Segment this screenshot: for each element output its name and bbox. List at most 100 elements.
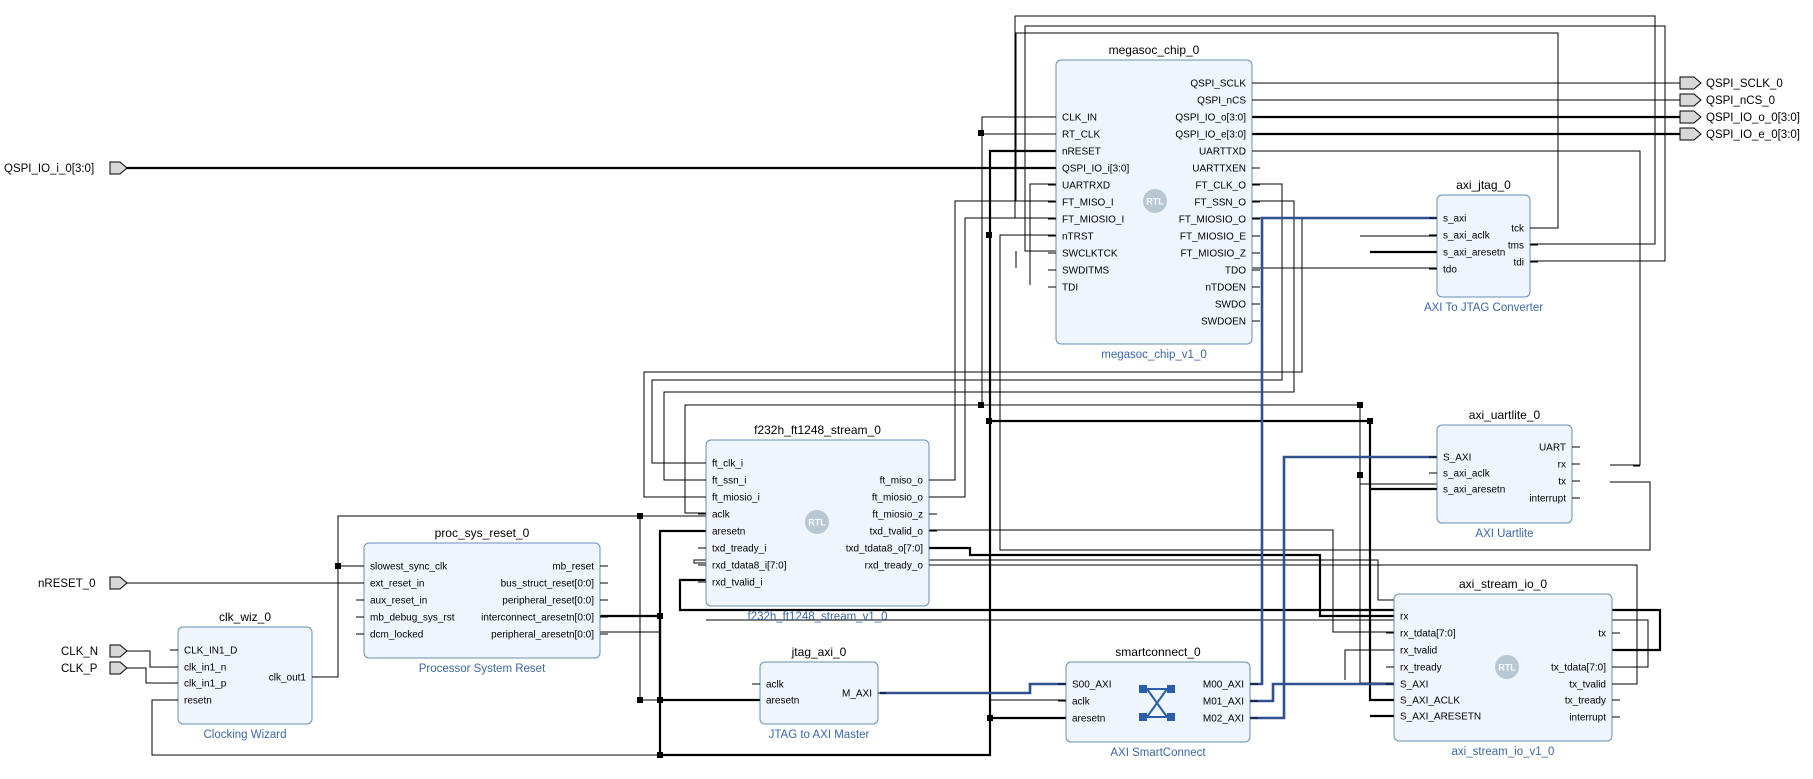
pin-label: nTDOEN [1205, 283, 1246, 294]
external-port-qspi-ncs[interactable]: QSPI_nCS_0 [1679, 93, 1775, 107]
pin-label: clk_in1_p [184, 679, 227, 690]
pin-label: aclk [712, 510, 731, 521]
pin-label: aclk [766, 680, 785, 691]
rtl-badge-text: RTL [808, 518, 826, 528]
block-name: axi_stream_io_0 [1459, 577, 1547, 591]
external-port-nreset[interactable]: nRESET_0 [38, 576, 128, 590]
block-subtitle: AXI Uartlite [1475, 528, 1533, 540]
pin-label: UARTTXEN [1192, 164, 1246, 175]
pin-label: tms [1508, 241, 1524, 252]
block-subtitle: JTAG to AXI Master [769, 729, 870, 741]
pin-label: rx [1400, 612, 1408, 623]
pin-label: M00_AXI [1203, 680, 1244, 691]
block-subtitle: megasoc_chip_v1_0 [1101, 349, 1207, 361]
block-subtitle: AXI SmartConnect [1110, 747, 1206, 759]
pin-label: M01_AXI [1203, 697, 1244, 708]
pin-label: QSPI_nCS [1197, 96, 1246, 107]
pin-label: rx_tvalid [1400, 646, 1437, 657]
block-f232h[interactable]: f232h_ft1248_stream_0 f232h_ft1248_stream… [698, 423, 937, 623]
block-axi-stream-io[interactable]: axi_stream_io_0axi_stream_io_v1_0rxrx_td… [1386, 577, 1620, 758]
pin-label: tck [1511, 224, 1525, 235]
pin-label: QSPI_IO_o[3:0] [1175, 113, 1246, 124]
block-body[interactable] [1436, 194, 1531, 298]
pin-label: tdo [1443, 265, 1457, 276]
block-subtitle: f232h_ft1248_stream_v1_0 [747, 611, 887, 623]
pin-label: TDI [1062, 283, 1078, 294]
port-label: nRESET_0 [38, 578, 96, 590]
nets [118, 15, 1680, 757]
block-body[interactable] [1436, 424, 1573, 524]
pin-label: S_AXI_ARESETN [1400, 712, 1481, 723]
pin-label: ft_miosio_z [872, 510, 923, 521]
pin-label: RT_CLK [1062, 130, 1100, 141]
block-megasoc[interactable]: megasoc_chip_0 megasoc_chip_v1_0 CLK_IN RT_… [1048, 43, 1260, 361]
block-name: f232h_ft1248_stream_0 [754, 423, 881, 437]
pin-label: interrupt [1569, 713, 1606, 724]
pin-label: SWDOEN [1201, 317, 1246, 328]
pin-label: CLK_IN [1062, 113, 1097, 124]
pin-label: peripheral_aresetn[0:0] [491, 630, 594, 641]
pin-label: FT_MIOSIO_Z [1180, 249, 1246, 260]
pin-label: SWDITMS [1062, 266, 1110, 277]
pin-label: s_axi_aresetn [1443, 248, 1505, 259]
block-subtitle: axi_stream_io_v1_0 [1452, 746, 1555, 758]
pin-label: UART [1539, 443, 1566, 454]
port-label: QSPI_SCLK_0 [1706, 78, 1783, 90]
pin-label: SWDO [1215, 300, 1246, 311]
rtl-badge-icon: RTL [805, 510, 829, 534]
pin-label: ft_miosio_o [872, 493, 924, 504]
pin-label: rx [1558, 460, 1566, 471]
pin-label: aresetn [1072, 714, 1105, 725]
port-label: QSPI_IO_o_0[3:0] [1706, 112, 1800, 124]
external-port-qspi-sclk[interactable]: QSPI_SCLK_0 [1679, 76, 1783, 90]
pin-label: txd_tvalid_o [870, 527, 924, 538]
external-port-clk-n[interactable]: CLK_N [61, 644, 128, 658]
external-port-clk-p[interactable]: CLK_P [61, 661, 128, 675]
block-name: clk_wiz_0 [219, 610, 271, 624]
pin-label: FT_MIOSIO_I [1062, 215, 1124, 226]
block-body[interactable] [177, 626, 313, 725]
pin-label: M_AXI [842, 689, 872, 700]
external-port-qspi-io-o[interactable]: QSPI_IO_o_0[3:0] [1679, 110, 1800, 124]
pin-label: rxd_tvalid_i [712, 578, 763, 589]
block-name: megasoc_chip_0 [1109, 43, 1200, 57]
pin-label: txd_tready_i [712, 544, 766, 555]
pin-label: rx_tready [1400, 663, 1442, 674]
pin-label: txd_tdata8_o[7:0] [846, 544, 924, 555]
pin-label: rxd_tready_o [865, 561, 924, 572]
pin-label: s_axi_aclk [1443, 469, 1491, 480]
pin-label: tx [1558, 477, 1566, 488]
pin-label: ft_miosio_i [712, 493, 760, 504]
block-name: axi_jtag_0 [1456, 178, 1511, 192]
pin-label: FT_SSN_O [1194, 198, 1246, 209]
pin-label: s_axi [1443, 214, 1466, 225]
pin-label: slowest_sync_clk [370, 562, 448, 573]
pin-label: clk_in1_n [184, 663, 226, 674]
pin-label: UARTRXD [1062, 181, 1110, 192]
pin-label: CLK_IN1_D [184, 646, 237, 657]
pin-label: QSPI_SCLK [1190, 79, 1246, 90]
pin-label: nTRST [1062, 232, 1094, 243]
block-subtitle: Clocking Wizard [203, 729, 286, 741]
block-name: axi_uartlite_0 [1469, 408, 1541, 422]
rtl-badge-text: RTL [1146, 197, 1164, 207]
pin-label: S_AXI_ACLK [1400, 696, 1460, 707]
pin-label: aresetn [712, 527, 745, 538]
pin-label: ft_miso_o [880, 476, 924, 487]
port-label: QSPI_IO_i_0[3:0] [4, 163, 94, 175]
external-port-qspi-io-e[interactable]: QSPI_IO_e_0[3:0] [1679, 127, 1800, 141]
block-subtitle: AXI To JTAG Converter [1424, 302, 1543, 314]
port-label: CLK_P [61, 663, 98, 675]
external-port-qspi-io-i[interactable]: QSPI_IO_i_0[3:0] [4, 161, 128, 175]
pin-label: S00_AXI [1072, 680, 1111, 691]
pin-label: SWCLKTCK [1062, 249, 1118, 260]
pin-label: TDO [1225, 266, 1246, 277]
pin-label: tdi [1513, 258, 1524, 269]
